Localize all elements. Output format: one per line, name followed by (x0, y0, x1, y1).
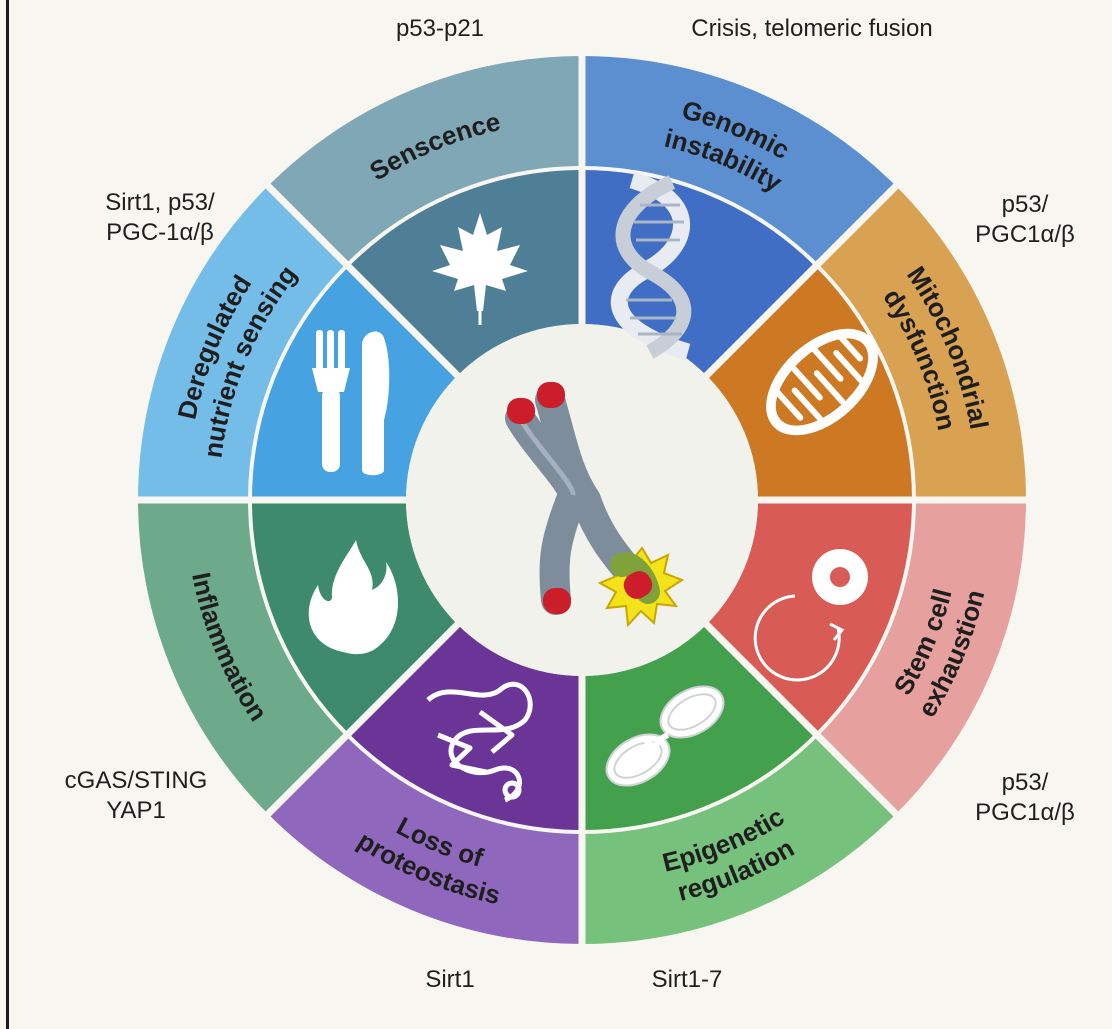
annotation-line: Sirt1 (425, 966, 475, 993)
mitochondrion-icon (766, 328, 878, 436)
annotation-mitochondrial: p53/ PGC1α/β (945, 190, 1105, 250)
left-border-line (6, 0, 9, 1029)
annotation-line: PGC1α/β (975, 221, 1075, 248)
fork-knife-icon (312, 330, 390, 476)
segment-divider (264, 182, 462, 380)
annotation-stemcell: p53/ PGC1α/β (945, 768, 1105, 828)
segment-outer-nutrient (138, 186, 348, 500)
annotation-epigenetic: Sirt1-7 (612, 965, 762, 995)
annotation-line: Crisis, telomeric fusion (691, 15, 933, 42)
segment-outer-mitochondrial (816, 186, 1026, 500)
segment-divider (702, 182, 900, 380)
annotation-line: p53-p21 (395, 15, 485, 42)
chromosome-icon (505, 382, 685, 628)
nucleosome-icon (605, 685, 725, 787)
stem-cell-icon (753, 549, 868, 682)
annotation-line: Sirt1, p53/ (105, 189, 215, 216)
maple-leaf-icon (432, 213, 528, 325)
protein-icon (426, 681, 533, 803)
segment-outer-genomic (582, 56, 896, 266)
annotation-line: p53/ (1001, 191, 1049, 218)
segment-outer-proteostasis (268, 734, 582, 944)
segment-outer-senescence (268, 56, 582, 266)
flame-icon (308, 540, 399, 655)
segment-outer-inflammation (138, 500, 348, 814)
annotation-nutrient: Sirt1, p53/ PGC-1α/β (40, 188, 280, 248)
ring-divider (248, 166, 916, 834)
annotation-inflammation: cGAS/STING YAP1 (16, 766, 256, 826)
annotation-line: PGC1α/β (975, 799, 1075, 826)
annotation-proteostasis: Sirt1 (390, 965, 510, 995)
dna-icon (610, 171, 692, 361)
annotation-genomic: Crisis, telomeric fusion (632, 14, 992, 44)
annotation-line: Sirt1-7 (651, 966, 723, 993)
annotation-line: p53/ (1001, 769, 1049, 796)
annotation-senescence: p53-p21 (335, 14, 545, 44)
annotation-line: PGC-1α/β (106, 219, 214, 246)
wheel-icons (308, 171, 878, 803)
segment-divider (264, 620, 462, 818)
annotation-line: cGAS/STING (64, 767, 208, 794)
segment-outer-epigenetic (582, 734, 896, 944)
annotation-line: YAP1 (106, 797, 166, 824)
segment-outer-stemcell (816, 500, 1026, 814)
segment-divider (702, 620, 900, 818)
